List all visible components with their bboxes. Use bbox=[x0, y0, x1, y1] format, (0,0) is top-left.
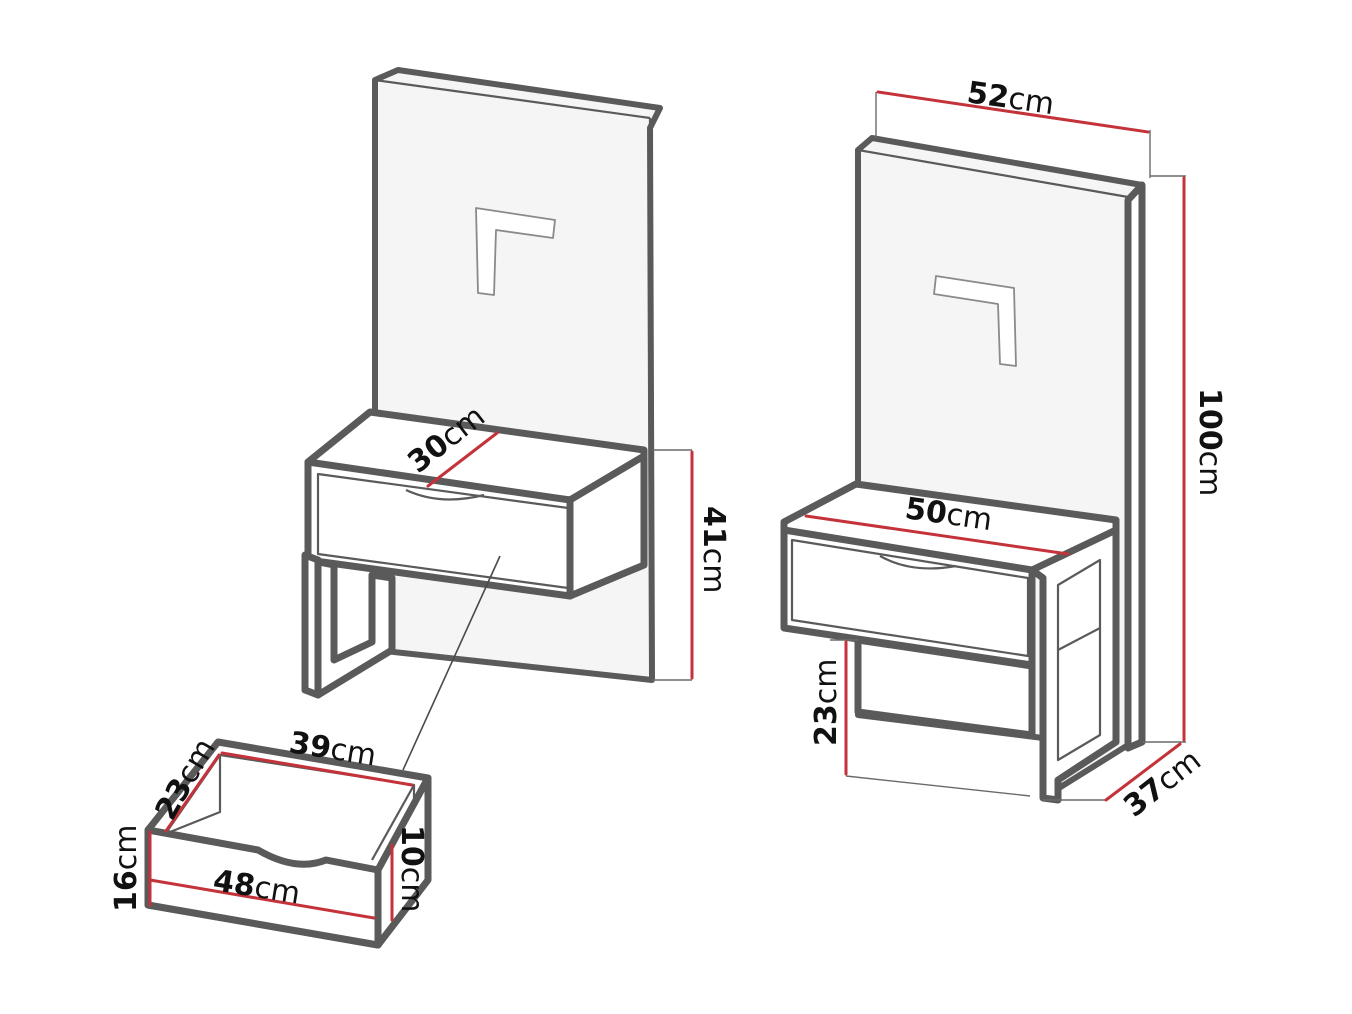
drawer-box-inner-floor bbox=[169, 755, 222, 834]
left-nightstand-view: 41cm 30cm bbox=[301, 67, 731, 771]
right-drawer-front-inner bbox=[790, 538, 1030, 658]
drawer-front-width-line bbox=[148, 878, 376, 920]
right-nightstand-view: 52cm 100cm 50cm 37cm 23cm bbox=[780, 75, 1227, 824]
left-drawer-handle bbox=[405, 489, 485, 501]
panel-width-line bbox=[876, 90, 1150, 134]
depth-line bbox=[1104, 742, 1182, 802]
total-height-label: 100cm bbox=[1192, 388, 1227, 496]
right-leg-crossbar bbox=[1057, 627, 1101, 651]
panel-width-label: 52cm bbox=[965, 75, 1056, 122]
left-headboard-top-edge bbox=[374, 78, 654, 681]
right-under-body bbox=[854, 636, 1036, 739]
drawer-inner-height-label: 10cm bbox=[394, 825, 429, 912]
shelf-width-line bbox=[804, 514, 1070, 556]
right-leg-frame bbox=[1028, 526, 1120, 804]
under-height-extension-bottom bbox=[845, 775, 1031, 797]
right-headboard-side bbox=[1124, 181, 1146, 752]
shelf-depth-line bbox=[426, 431, 499, 488]
right-drawer-handle bbox=[879, 555, 957, 570]
left-drawer-side bbox=[566, 452, 648, 600]
drawer-leader-line bbox=[402, 555, 501, 771]
shelf-width-label: 50cm bbox=[903, 491, 994, 538]
right-leg-frame-inner bbox=[1056, 558, 1102, 762]
shelf-top-height-label: 41cm bbox=[696, 506, 731, 593]
drawer-detail-view: 39cm 23cm 48cm 16cm 10cm bbox=[109, 725, 432, 949]
drawer-inner-width-label: 39cm bbox=[287, 725, 379, 773]
right-headboard-top-edge bbox=[857, 148, 1129, 199]
drawer-front-width-label: 48cm bbox=[211, 863, 303, 911]
left-front-leg bbox=[301, 551, 322, 699]
right-headboard-hook-icon bbox=[933, 275, 1017, 367]
left-drawer-front-inner bbox=[316, 472, 570, 590]
left-headboard-hook-icon bbox=[475, 207, 556, 296]
drawer-inner-depth-line bbox=[164, 753, 221, 833]
under-shelf-height-label: 23cm bbox=[809, 659, 844, 746]
drawer-front-height-label: 16cm bbox=[109, 825, 144, 912]
depth-label: 37cm bbox=[1117, 743, 1207, 824]
drawer-inner-width-line bbox=[220, 751, 414, 787]
